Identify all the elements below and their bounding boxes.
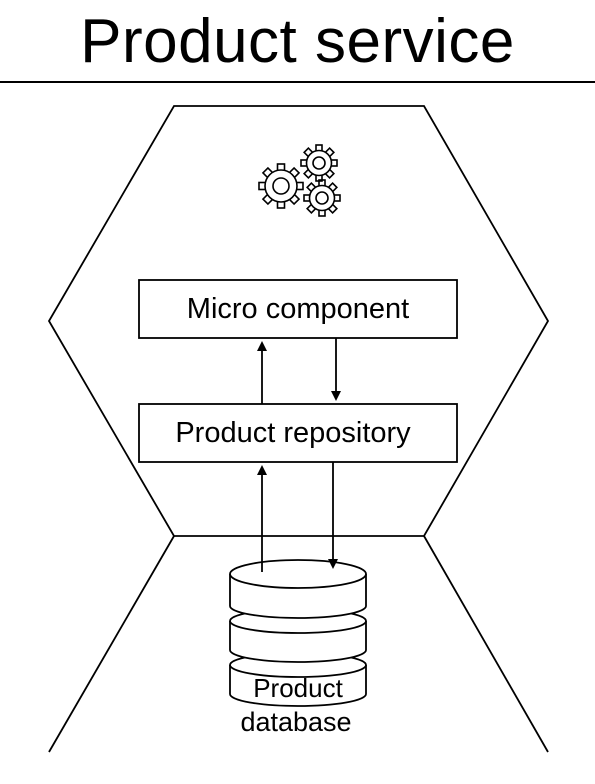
database-label-line2: database bbox=[240, 707, 351, 737]
micro-component-label: Micro component bbox=[187, 293, 409, 325]
diagram-title: Product service bbox=[80, 7, 515, 76]
product-repository-box: Product repository bbox=[138, 403, 458, 463]
lower-right-boundary bbox=[423, 535, 549, 753]
lower-left-boundary bbox=[48, 535, 175, 753]
micro-component-box: Micro component bbox=[138, 279, 458, 339]
database-icon bbox=[229, 559, 367, 707]
gears-icon bbox=[258, 144, 341, 217]
product-repository-label: Product repository bbox=[175, 417, 411, 449]
database-label-line1: Product bbox=[253, 673, 343, 703]
